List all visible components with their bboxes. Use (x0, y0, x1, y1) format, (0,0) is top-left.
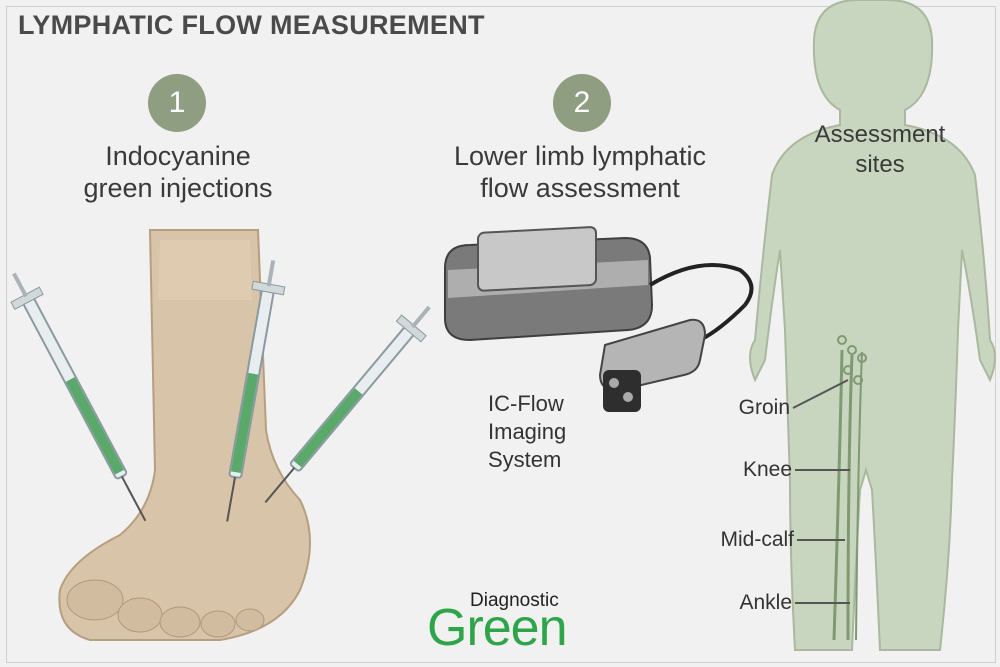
imaging-device (444, 226, 754, 412)
device-label: IC-Flow Imaging System (488, 390, 566, 474)
assessment-heading-line2: sites (855, 151, 905, 178)
step-2-caption: Lower limb lymphatic flow assessment (420, 140, 740, 204)
step-2-caption-line1: Lower limb lymphatic (453, 141, 707, 171)
brand-diagnostic-text: Diagnostic (470, 590, 559, 611)
step-1-caption: Indocyanine green injections (58, 140, 298, 204)
step-1-caption-line1: Indocyanine (105, 141, 251, 171)
foot-illustration (58, 229, 311, 641)
device-label-line3: System (488, 447, 562, 472)
assessment-heading-line1: Assessment (814, 121, 946, 148)
brand-green-logo: Green (427, 599, 568, 657)
step-1-caption-line2: green injections (83, 173, 273, 203)
site-groin: Groin (738, 396, 790, 419)
syringe-left (10, 272, 147, 522)
step-2-caption-line2: flow assessment (480, 173, 680, 203)
site-mid-calf: Mid-calf (720, 528, 794, 551)
syringe-right (264, 305, 431, 504)
step-2-badge: 2 (553, 74, 611, 132)
diagram-title: LYMPHATIC FLOW MEASUREMENT (18, 10, 485, 40)
syringe-middle (226, 260, 286, 522)
frame-border (6, 6, 996, 663)
device-label-line1: IC-Flow (488, 391, 564, 416)
device-label-line2: Imaging (488, 419, 567, 444)
step-1-badge: 1 (148, 74, 206, 132)
human-body (749, 0, 996, 651)
groin-leader-line (792, 379, 849, 409)
site-knee: Knee (742, 458, 792, 481)
assessment-heading: Assessment sites (800, 120, 960, 180)
site-ankle: Ankle (739, 591, 792, 614)
